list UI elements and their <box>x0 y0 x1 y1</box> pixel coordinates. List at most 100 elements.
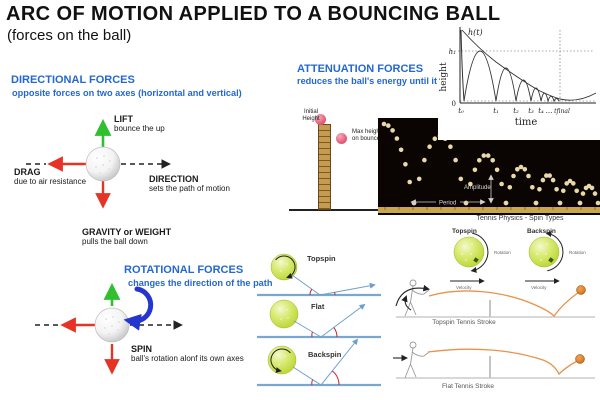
bounce-topspin-label: Topspin <box>307 254 336 263</box>
gravity-desc: pulls the ball down <box>82 237 148 246</box>
flat-ball <box>575 354 585 364</box>
initial-height-label: Initial Height <box>302 109 320 123</box>
directional-forces-subheading: opposite forces on two axes (horizontal … <box>12 88 242 98</box>
topspin-ball-trajectory <box>428 290 580 318</box>
spin-label: SPIN <box>131 344 153 354</box>
golf-ball <box>85 146 121 182</box>
max-height-label: Max height on bounce 1 <box>352 129 386 143</box>
spin-types-title: Tennis Physics - Spin Types <box>476 215 564 222</box>
backspin-ball <box>525 231 564 284</box>
lift-label: LIFT <box>114 114 133 124</box>
photo-ruler-strip <box>378 207 600 213</box>
chart-dotted-guides <box>451 30 596 103</box>
chart-background <box>438 22 600 140</box>
spin-types-topspin-label: Topspin <box>452 228 477 235</box>
rotational-forces-subheading: changes the direction of the path <box>128 278 273 288</box>
drag-desc: due to air resistance <box>14 177 87 186</box>
amplitude-label: Amplitude <box>464 185 491 191</box>
incoming-angle-arc <box>309 288 313 296</box>
ball-logo <box>548 257 554 263</box>
bounce-angle-diagrams <box>257 253 381 387</box>
outgoing-trajectory <box>319 282 376 296</box>
tennis-stroke-figures <box>393 279 595 379</box>
incoming-trajectory <box>293 320 322 338</box>
incoming-angle-arc <box>311 331 313 338</box>
initial-height-ball <box>315 114 326 125</box>
bounce-flat-label: Flat <box>311 302 325 311</box>
flat-stroke-label: Flat Tennis Stroke <box>442 383 494 390</box>
svg-text:t₁: t₁ <box>493 107 499 115</box>
outgoing-angle-arc <box>333 327 338 338</box>
golf-ball <box>94 307 130 343</box>
svg-text:t₄: t₄ <box>538 107 544 115</box>
velocity-label-left: Velocity <box>456 285 472 290</box>
incoming-trajectory <box>291 274 321 296</box>
clockwise-spin-arrow <box>275 255 296 279</box>
incoming-angle-arc <box>311 379 314 386</box>
y-tick-zero: 0 <box>452 100 456 108</box>
directional-forces-heading: DIRECTIONAL FORCES <box>11 74 135 86</box>
photo-ruler-ticks <box>384 207 596 210</box>
x-axis-label: time <box>515 117 538 128</box>
svg-text:t₂: t₂ <box>513 107 519 115</box>
flat-player-sketch <box>404 341 430 379</box>
backspin-rotation-arrow <box>545 231 564 272</box>
direction-desc: sets the path of motion <box>149 184 230 193</box>
gravity-label: GRAVITY or WEIGHT <box>82 227 172 237</box>
counterclockwise-spin-arrow <box>270 348 291 374</box>
ruler-ground-line <box>289 209 389 211</box>
svg-text:…: … <box>546 107 553 115</box>
bouncing-ball-strobe-trails <box>381 121 600 206</box>
topspin-ball <box>450 232 489 284</box>
spin-desc: ball's rotation alonf its own axes <box>131 354 244 363</box>
spin-types-figure: Rotation Rotation Velocity Velocity <box>450 231 586 290</box>
direction-label: DIRECTION <box>149 174 199 184</box>
drag-label: DRAG <box>14 167 41 177</box>
spin-types-backspin-label: Backspin <box>527 228 556 235</box>
bounce-arcs-curve <box>463 50 560 103</box>
attenuation-forces-heading: ATTENUATION FORCES <box>297 63 424 75</box>
svg-text:t₃: t₃ <box>528 107 534 115</box>
initial-drop-curve <box>460 29 465 102</box>
directional-ball-diagram <box>26 118 171 209</box>
bounce-backspin-label: Backspin <box>308 350 342 359</box>
rotation-label-left: Rotation <box>494 250 511 255</box>
backspin-bounce-row <box>267 338 359 386</box>
main-subtitle: (forces on the ball) <box>7 27 132 44</box>
lift-desc: bounce the up <box>114 124 165 133</box>
topspin-stroke-label: Topspin Tennis Stroke <box>432 319 496 326</box>
velocity-label-right: Velocity <box>531 285 547 290</box>
svg-text:tfinal: tfinal <box>554 108 570 115</box>
outgoing-angle-arc <box>331 370 340 386</box>
svg-text:t₀: t₀ <box>458 107 464 115</box>
flat-ball-trajectory <box>427 348 578 376</box>
topspin-player-sketch <box>404 279 430 317</box>
topspin-swing-arrow <box>395 284 430 307</box>
chart-axes <box>459 27 596 104</box>
rotational-ball-diagram <box>35 282 183 375</box>
topspin-swing-arrow-small <box>401 295 412 311</box>
bounce1-height-ball <box>336 133 347 144</box>
wooden-ruler <box>318 124 331 210</box>
curve-label: h(t) <box>468 28 483 37</box>
topspin-bounce-row <box>270 253 376 296</box>
topspin-rotation-arrow <box>470 232 489 273</box>
rotation-label-right: Rotation <box>569 250 586 255</box>
decay-envelope-curve <box>461 29 597 101</box>
outgoing-trajectory <box>320 338 359 386</box>
ball-logo <box>473 257 479 263</box>
y-tick-h1: h₁ <box>449 48 457 56</box>
court-ground-lines <box>257 293 381 387</box>
rotational-forces-heading: ROTATIONAL FORCES <box>124 264 244 276</box>
incoming-trajectory <box>292 366 322 386</box>
period-label: Period <box>439 201 456 207</box>
spin-arrow <box>123 286 154 331</box>
topspin-ball <box>576 285 586 295</box>
outgoing-trajectory <box>320 303 366 338</box>
main-title: ARC OF MOTION APPLIED TO A BOUNCING BALL <box>6 3 501 25</box>
x-tick-labels: t₀ t₁ t₂ t₃ t₄ … tfinal <box>458 107 570 115</box>
flat-bounce-row <box>269 299 366 338</box>
y-axis-label: height <box>439 62 449 92</box>
height-time-chart: h(t) height h₁ 0 t₀ t₁ t₂ t₃ t₄ … tfinal… <box>438 22 600 140</box>
